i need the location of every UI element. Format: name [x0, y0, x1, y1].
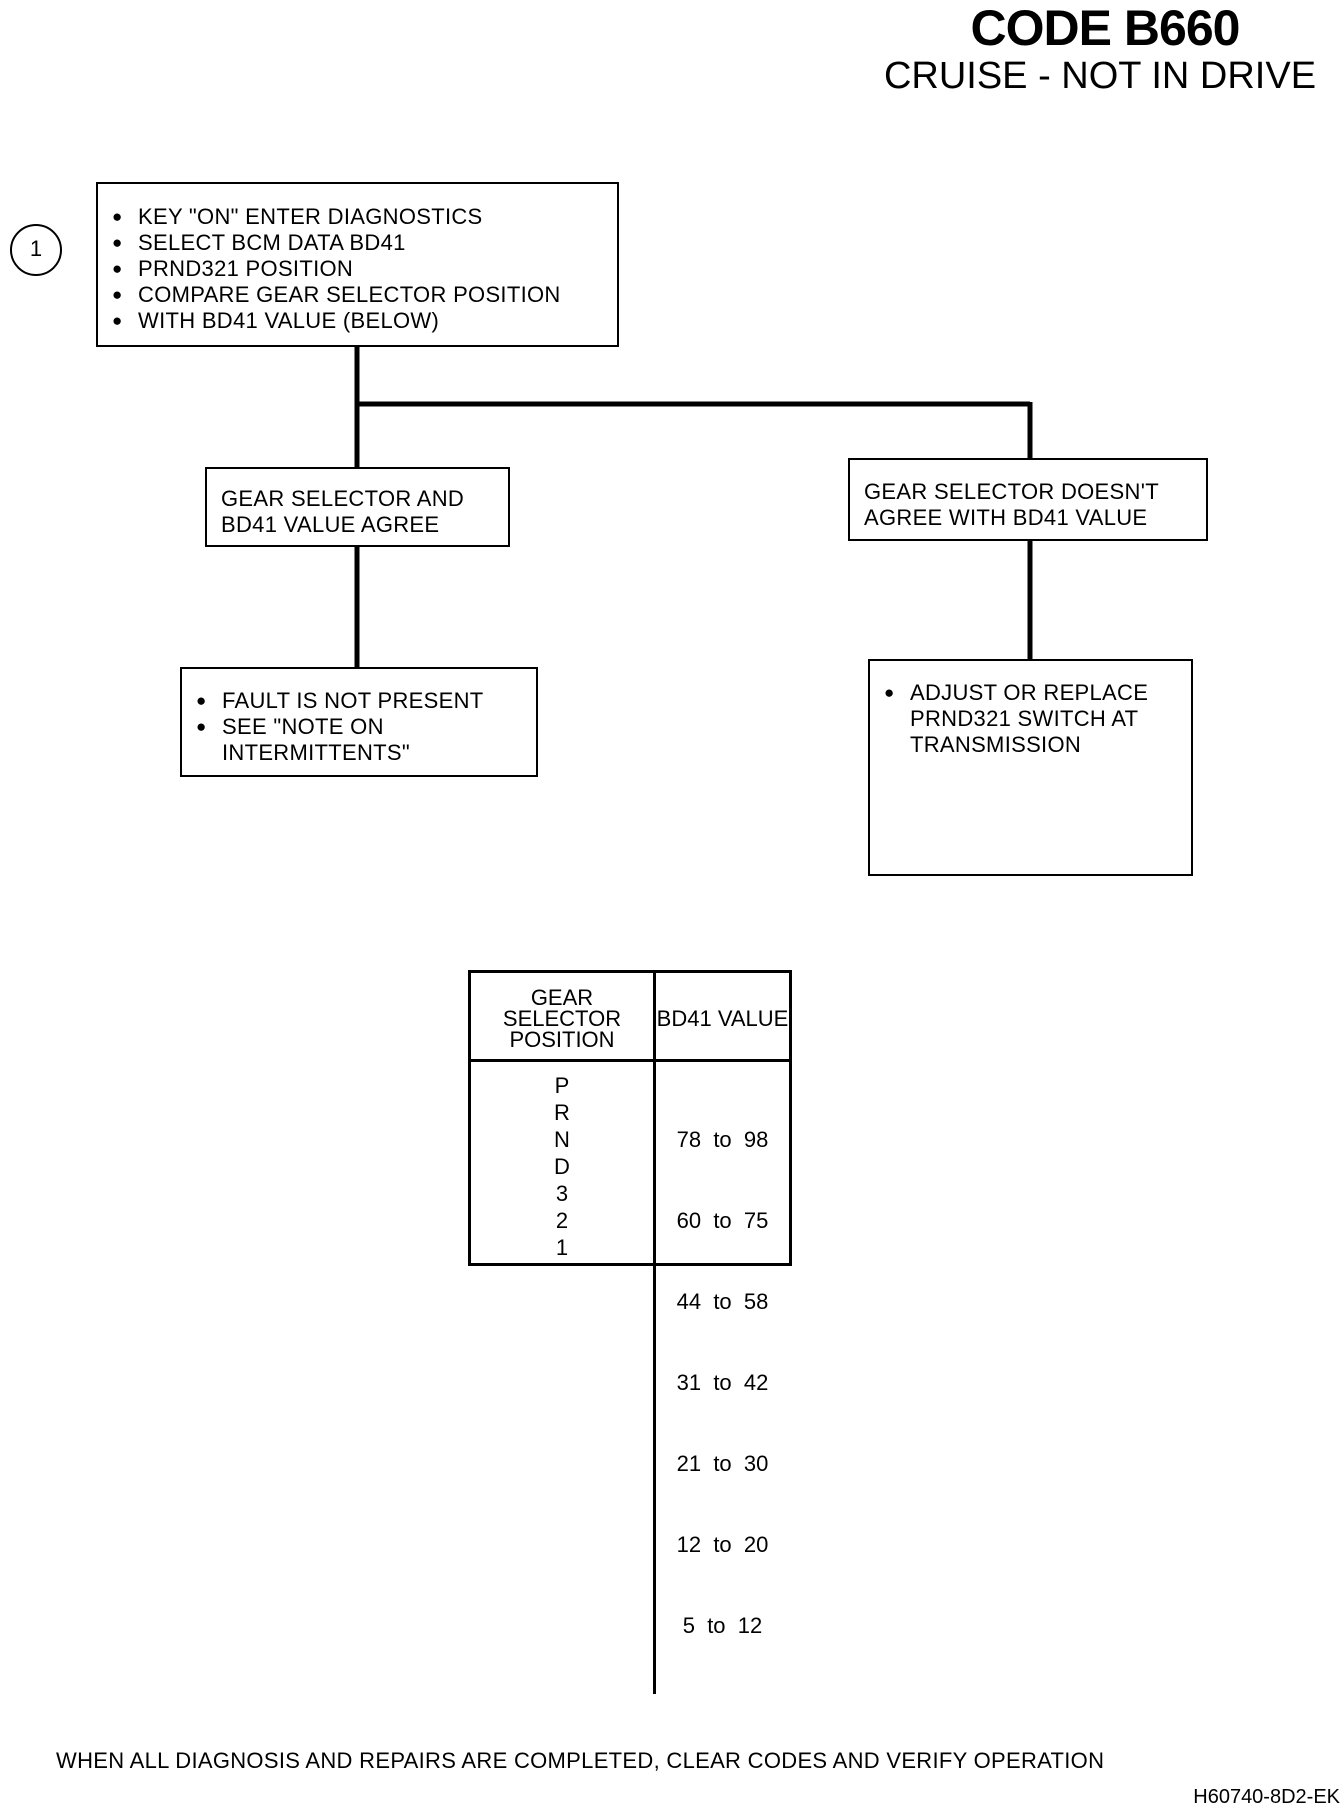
table-header-position: GEAR SELECTOR POSITION	[471, 973, 656, 1062]
result-agree-item: FAULT IS NOT PRESENT	[194, 688, 526, 714]
branch-agree-text: GEAR SELECTOR AND BD41 VALUE AGREE	[221, 486, 465, 537]
table-cell-value: 12 to 20	[676, 1532, 769, 1557]
result-disagree-box: ADJUST OR REPLACE PRND321 SWITCH AT TRAN…	[868, 659, 1193, 876]
table-cell-value: 21 to 30	[676, 1451, 769, 1476]
table-cell-position: 2	[555, 1208, 569, 1233]
result-agree-item: SEE "NOTE ON INTERMITTENTS"	[194, 714, 526, 766]
table-cell-position: R	[554, 1100, 570, 1125]
table-cell-value: 78 to 98	[676, 1127, 769, 1152]
branch-agree-box: GEAR SELECTOR AND BD41 VALUE AGREE	[205, 467, 510, 547]
result-agree-box: FAULT IS NOT PRESENT SEE "NOTE ON INTERM…	[180, 667, 538, 777]
value-column: 78 to 98 60 to 75 44 to 58 31 to 42 21 t…	[655, 1061, 790, 1695]
table-cell-position: 1	[555, 1235, 569, 1260]
table-cell-position: D	[554, 1154, 570, 1179]
step1-item: KEY "ON" ENTER DIAGNOSTICS	[110, 204, 605, 230]
table-cell-value: 60 to 75	[676, 1208, 769, 1233]
step1-box: KEY "ON" ENTER DIAGNOSTICS SELECT BCM DA…	[96, 182, 619, 347]
gear-bd41-table: GEAR SELECTOR POSITION BD41 VALUE P R N …	[468, 970, 792, 1694]
table-cell-value: 5 to 12	[682, 1613, 763, 1638]
table-header-value: BD41 VALUE	[654, 973, 789, 1062]
step1-item: SELECT BCM DATA BD41	[110, 230, 605, 256]
step1-item: WITH BD41 VALUE (BELOW)	[110, 308, 605, 334]
page-title: CODE B660	[970, 0, 1241, 56]
figure-id: H60740-8D2-EK	[1193, 1786, 1340, 1808]
table-cell-position: 3	[555, 1181, 569, 1206]
step-number-marker: 1	[10, 224, 62, 276]
page-subtitle: CRUISE - NOT IN DRIVE	[883, 55, 1317, 97]
result-disagree-item: ADJUST OR REPLACE PRND321 SWITCH AT TRAN…	[882, 680, 1181, 758]
step1-item: PRND321 POSITION	[110, 256, 605, 282]
footer-instruction: WHEN ALL DIAGNOSIS AND REPAIRS ARE COMPL…	[56, 1748, 1105, 1773]
table-cell-position: N	[554, 1127, 570, 1152]
branch-disagree-box: GEAR SELECTOR DOESN'T AGREE WITH BD41 VA…	[848, 458, 1208, 541]
step1-item: COMPARE GEAR SELECTOR POSITION	[110, 282, 605, 308]
position-column: P R N D 3 2 1	[471, 1060, 656, 1694]
table-cell-position: P	[554, 1073, 570, 1098]
table-cell-value: 44 to 58	[676, 1289, 769, 1314]
branch-disagree-text: GEAR SELECTOR DOESN'T AGREE WITH BD41 VA…	[864, 479, 1159, 530]
table-cell-value: 31 to 42	[676, 1370, 769, 1395]
